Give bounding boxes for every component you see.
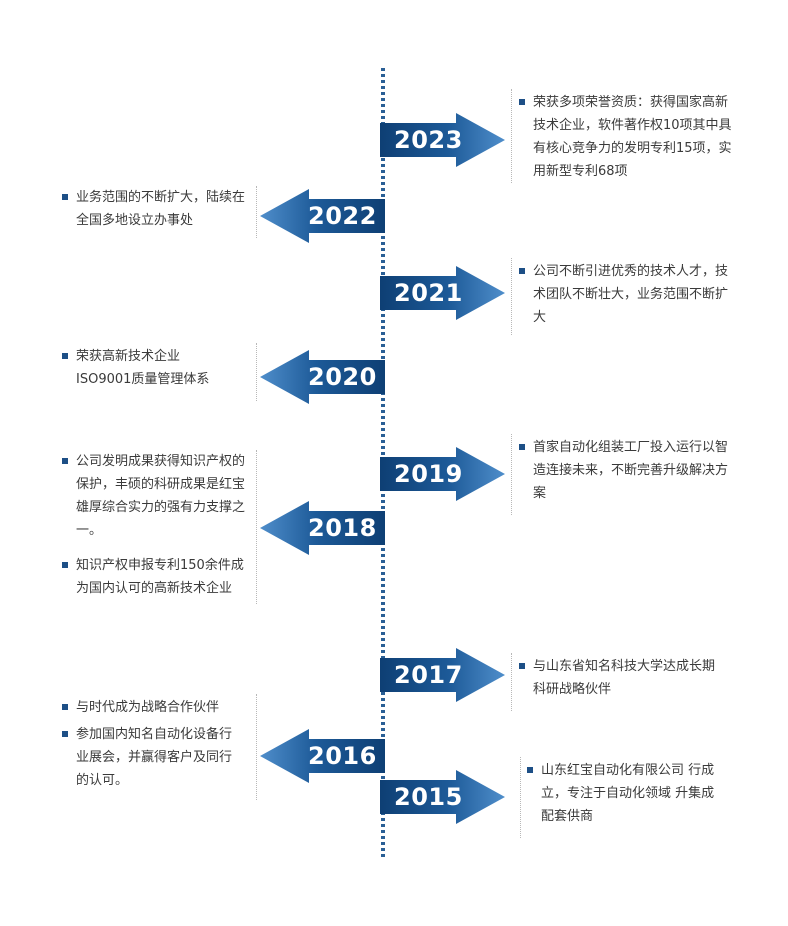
event-text: 山东红宝自动化有限公司 行成立，专注于自动化领域 升集成配套供商 [527,759,727,828]
bullet-icon [62,562,68,568]
event-text: 业务范围的不断扩大，陆续在全国多地设立办事处 [62,186,252,232]
year-arrow-2016: 2016 [260,729,385,783]
event-text: 与山东省知名科技大学达成长期科研战略伙伴 [519,655,721,701]
event-text: 参加国内知名自动化设备行业展会，并赢得客户及同行的认可。 [62,723,236,792]
year-label: 2015 [394,783,463,811]
event-2023: 荣获多项荣誉资质：获得国家高新技术企业，软件著作权10项其中具有核心竞争力的发明… [511,89,739,183]
bullet-icon [519,663,525,669]
year-arrow-2017: 2017 [380,648,505,702]
year-arrow-2023: 2023 [380,113,505,167]
event-2017: 与山东省知名科技大学达成长期科研战略伙伴 [511,653,731,711]
bullet-icon [527,767,533,773]
year-label: 2022 [308,202,377,230]
event-2016: 与时代成为战略合作伙伴 参加国内知名自动化设备行业展会，并赢得客户及同行的认可。 [62,694,257,800]
event-text: 公司发明成果获得知识产权的保护，丰硕的科研成果是红宝雄厚综合实力的强有力支撑之一… [62,450,252,542]
year-arrow-2021: 2021 [380,266,505,320]
event-2018: 公司发明成果获得知识产权的保护，丰硕的科研成果是红宝雄厚综合实力的强有力支撑之一… [62,450,257,604]
year-label: 2016 [308,742,377,770]
year-arrow-2019: 2019 [380,447,505,501]
bullet-icon [62,194,68,200]
bullet-icon [519,99,525,105]
event-2019: 首家自动化组装工厂投入运行以智造连接未来，不断完善升级解决方案 [511,434,731,515]
year-label: 2020 [308,363,377,391]
event-text: 知识产权申报专利150余件成为国内认可的高新技术企业 [62,554,252,600]
year-label: 2017 [394,661,463,689]
bullet-icon [519,268,525,274]
event-2015: 山东红宝自动化有限公司 行成立，专注于自动化领域 升集成配套供商 [520,757,727,838]
event-text: 荣获多项荣誉资质：获得国家高新技术企业，软件著作权10项其中具有核心竞争力的发明… [519,91,739,183]
year-arrow-2018: 2018 [260,501,385,555]
year-label: 2019 [394,460,463,488]
year-label: 2018 [308,514,377,542]
year-arrow-2015: 2015 [380,770,505,824]
bullet-icon [62,458,68,464]
bullet-icon [62,731,68,737]
event-text: 荣获高新技术企业ISO9001质量管理体系 [62,345,226,391]
year-label: 2021 [394,279,463,307]
event-2021: 公司不断引进优秀的技术人才，技术团队不断壮大，业务范围不断扩大 [511,258,731,335]
event-text: 与时代成为战略合作伙伴 [62,696,252,719]
event-2022: 业务范围的不断扩大，陆续在全国多地设立办事处 [62,186,257,238]
bullet-icon [519,444,525,450]
event-2020: 荣获高新技术企业ISO9001质量管理体系 [62,343,257,401]
event-text: 首家自动化组装工厂投入运行以智造连接未来，不断完善升级解决方案 [519,436,731,505]
year-label: 2023 [394,126,463,154]
bullet-icon [62,353,68,359]
year-arrow-2020: 2020 [260,350,385,404]
bullet-icon [62,704,68,710]
event-text: 公司不断引进优秀的技术人才，技术团队不断壮大，业务范围不断扩大 [519,260,731,329]
year-arrow-2022: 2022 [260,189,385,243]
